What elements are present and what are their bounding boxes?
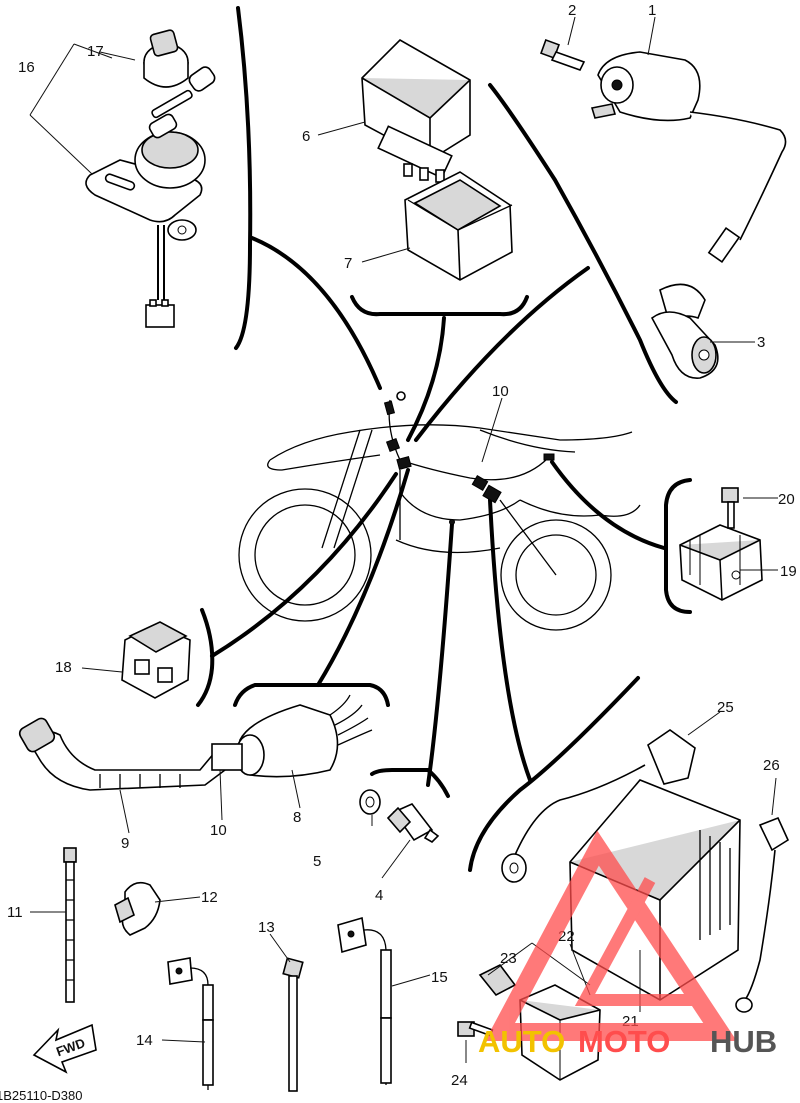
bracket-relay-group <box>350 295 529 317</box>
bracket-switch-group <box>370 768 450 798</box>
link-wiring <box>316 468 410 687</box>
link-battery <box>488 498 532 782</box>
svg-text:MOTO: MOTO <box>578 1024 670 1059</box>
motorcycle-outline <box>238 391 641 631</box>
callout-9: 9 <box>121 835 129 852</box>
cable-band-part-11[interactable] <box>63 847 77 1003</box>
link-flasher <box>210 472 398 658</box>
battery-part-21[interactable] <box>569 779 741 1001</box>
rectifier-regulator-part-19[interactable] <box>679 524 763 601</box>
callout-5: 5 <box>313 853 321 870</box>
resistor-lead-part-8[interactable] <box>235 694 373 778</box>
clamp-part-12[interactable] <box>114 881 161 936</box>
lead-part-14[interactable] <box>167 957 214 1090</box>
link-switch <box>426 522 454 787</box>
diagram-code: 1B25110-D380 <box>0 1088 83 1103</box>
gasket-part-5[interactable] <box>359 789 381 815</box>
svg-text:HUB: HUB <box>710 1024 777 1059</box>
callout-10-harness: 10 <box>210 822 227 839</box>
bracket-coil-group <box>488 83 678 404</box>
cable-band-part-13[interactable] <box>282 957 304 1092</box>
callout-14: 14 <box>136 1032 153 1049</box>
bracket-flasher-group <box>196 608 215 707</box>
callout-25: 25 <box>717 699 734 716</box>
callout-7: 7 <box>344 255 352 272</box>
callout-17: 17 <box>87 43 104 60</box>
callout-16: 16 <box>18 59 35 76</box>
ignition-coil-part-1[interactable] <box>590 51 787 263</box>
callout-6: 6 <box>302 128 310 145</box>
callout-26: 26 <box>763 757 780 774</box>
lead-part-15[interactable] <box>337 916 392 1085</box>
link-rectifier <box>550 460 666 550</box>
svg-text:AUTO: AUTO <box>478 1024 565 1059</box>
bracket-rectifier-group <box>664 478 692 614</box>
callout-1: 1 <box>648 2 656 19</box>
callout-18: 18 <box>55 659 72 676</box>
fuse-part-23[interactable] <box>478 963 517 997</box>
link-coil <box>414 266 590 442</box>
battery-band-part-25[interactable] <box>501 729 696 883</box>
watermark-logo <box>485 830 737 1041</box>
watermark-text: AUTO MOTO HUB <box>478 1024 777 1059</box>
callout-12: 12 <box>201 889 218 906</box>
key-part-17[interactable] <box>143 29 217 139</box>
relay-cover-part-7[interactable] <box>404 171 513 281</box>
callout-8: 8 <box>293 809 301 826</box>
negative-lead-part-26[interactable] <box>735 816 790 1013</box>
link-relay <box>406 316 446 442</box>
leader-lines <box>29 16 778 1063</box>
callout-23: 23 <box>500 950 517 967</box>
callout-numbers: 1 2 3 4 5 6 7 8 9 10 10 11 12 13 14 15 1… <box>7 2 797 1089</box>
flasher-relay-part-18[interactable] <box>121 621 191 699</box>
callout-2: 2 <box>568 2 576 19</box>
wire-harness-part-9[interactable] <box>18 716 243 791</box>
bolt-part-2[interactable] <box>540 39 586 71</box>
bolt-part-20[interactable] <box>721 487 739 529</box>
callout-3: 3 <box>757 334 765 351</box>
neutral-switch-part-4[interactable] <box>386 803 440 843</box>
main-switch-part-16[interactable] <box>85 131 206 328</box>
callout-19: 19 <box>780 563 797 580</box>
callout-11: 11 <box>7 904 23 921</box>
spark-plug-cap-part-3[interactable] <box>650 283 719 379</box>
callout-13: 13 <box>258 919 275 936</box>
bracket-ignition-group <box>234 6 253 350</box>
callout-24: 24 <box>451 1072 468 1089</box>
bracket-battery-group <box>468 676 640 872</box>
bracket-wiring-group <box>233 683 390 707</box>
callout-4: 4 <box>375 887 383 904</box>
forward-direction-arrow: FWD <box>32 1023 97 1074</box>
callout-10-bike: 10 <box>492 383 509 400</box>
callout-15: 15 <box>431 969 448 986</box>
callout-20: 20 <box>778 491 795 508</box>
link-ignition <box>250 236 382 390</box>
relay-part-6[interactable] <box>361 39 471 183</box>
